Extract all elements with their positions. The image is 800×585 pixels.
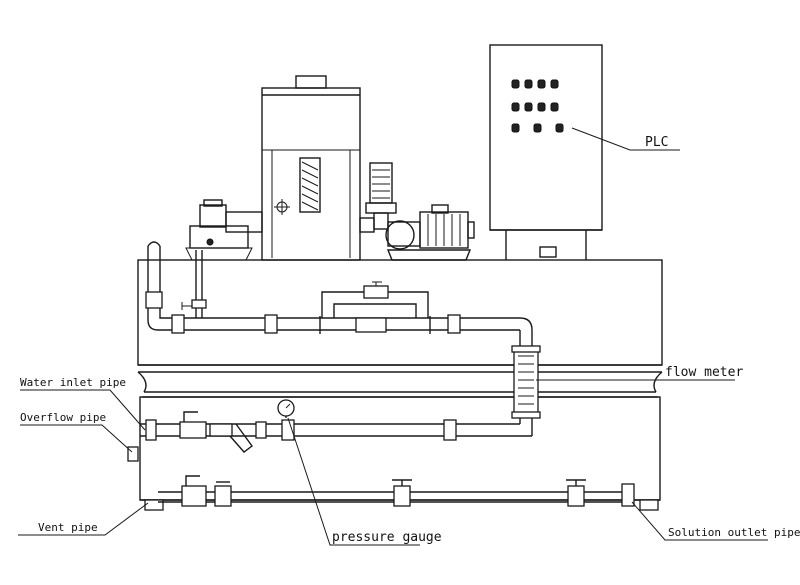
label-vent-pipe: Vent pipe bbox=[38, 521, 98, 534]
agitator-motor bbox=[359, 162, 397, 233]
upper-pipe bbox=[145, 241, 533, 350]
label-plc: PLC bbox=[645, 135, 668, 150]
pressure-gauge bbox=[277, 399, 295, 418]
label-overflow-pipe: Overflow pipe bbox=[20, 411, 106, 424]
solution-outlet-line bbox=[158, 475, 635, 507]
label-flow-meter: flow meter bbox=[665, 365, 743, 380]
water-inlet-line bbox=[127, 411, 533, 462]
tank bbox=[137, 259, 663, 511]
powder-hopper bbox=[261, 75, 361, 261]
pump-motor bbox=[385, 204, 475, 261]
label-pressure-gauge: pressure gauge bbox=[332, 530, 442, 545]
plc-switches bbox=[511, 123, 564, 133]
leader-lines bbox=[18, 127, 768, 546]
plc-indicator-lights bbox=[511, 79, 559, 112]
label-solution-outlet-pipe: Solution outlet pipe bbox=[668, 526, 800, 539]
plc-cabinet bbox=[489, 44, 603, 260]
screw-feeder bbox=[185, 199, 263, 261]
label-water-inlet-pipe: Water inlet pipe bbox=[20, 376, 126, 389]
flow-meter bbox=[511, 345, 541, 419]
